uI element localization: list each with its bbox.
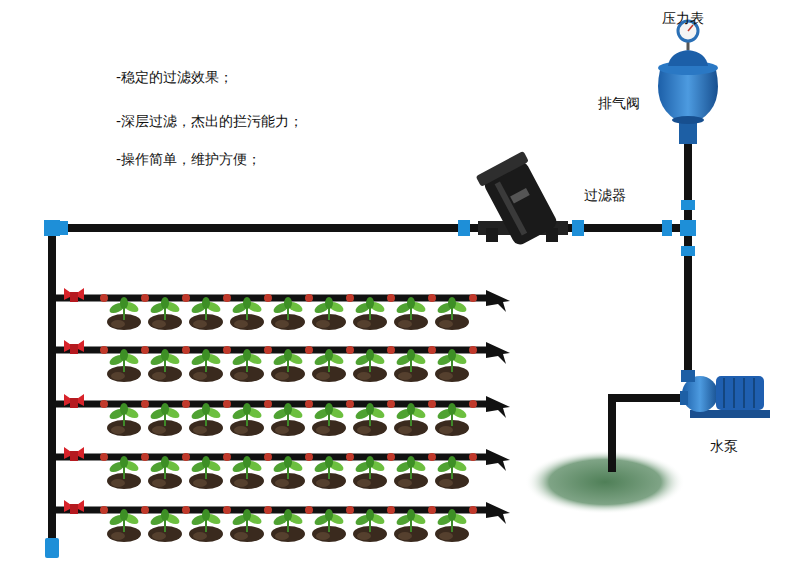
feature-note: -深层过滤，杰出的拦污能力； [116,112,303,130]
water-source [525,450,685,514]
feature-note: -操作简单，维护方便； [116,150,261,168]
part-name: 过滤器 [584,186,626,204]
part-name: 排气阀 [598,94,640,112]
pump-symbol [680,370,770,418]
air-valve-symbol [658,40,718,144]
part-name: 压力表 [662,9,704,27]
part-name: 水泵 [710,437,738,455]
pipework [44,140,696,558]
lateral-rows [52,288,510,542]
filter-symbol [476,151,568,249]
feature-note: -稳定的过滤效果； [116,68,233,86]
